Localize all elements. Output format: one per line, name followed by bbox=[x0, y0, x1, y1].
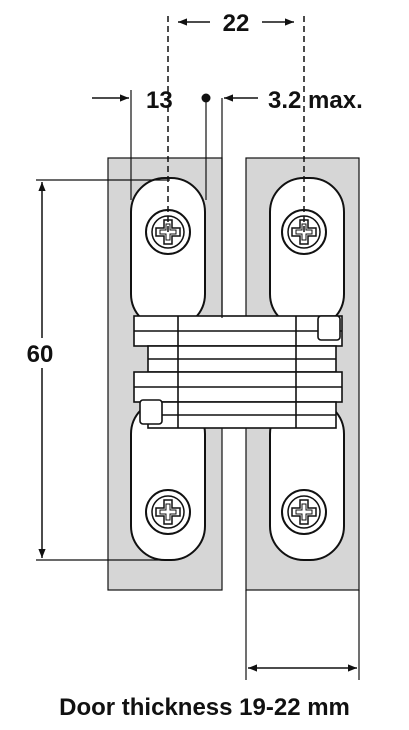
dim-gap-label: 3.2 max. bbox=[268, 87, 363, 114]
dim-13-label: 13 bbox=[146, 87, 173, 114]
door-thickness-caption: Door thickness 19-22 mm bbox=[59, 694, 350, 721]
right-bottom-screw-icon bbox=[281, 489, 327, 535]
left-bottom-screw-icon bbox=[145, 489, 191, 535]
dim-60-label: 60 bbox=[27, 341, 54, 368]
hinge-links bbox=[133, 315, 343, 429]
dim-22-label: 22 bbox=[223, 10, 250, 37]
